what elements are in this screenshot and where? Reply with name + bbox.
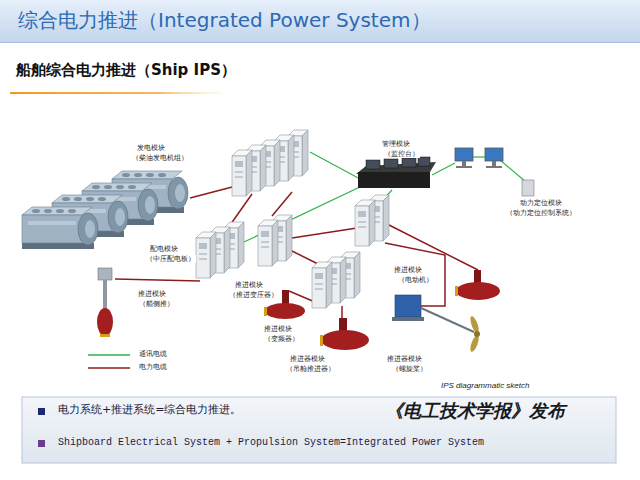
summary-panel	[22, 397, 616, 463]
module-sublabel: （电动机）	[397, 276, 434, 284]
source-note: 《电工技术学报》发布	[385, 401, 565, 422]
module-label: 配电模块	[149, 245, 179, 253]
legend-line	[88, 367, 130, 369]
module-sublabel: （动力定位控制系统）	[505, 209, 577, 217]
module-label: 推进模块	[263, 325, 293, 333]
bullet-square	[38, 408, 45, 415]
module-sublabel: （螺旋桨）	[391, 365, 428, 373]
dp-workstations	[455, 148, 534, 196]
subtitle: 船舶综合电力推进（Ship IPS）	[16, 62, 236, 79]
converter-cabinets	[312, 252, 360, 308]
bullet-square	[38, 440, 45, 447]
module-sublabel: （中压配电板）	[145, 255, 196, 263]
module-sublabel: （柴油发电机组）	[131, 154, 189, 162]
module-label: 推进模块	[393, 266, 423, 274]
module-label: 推进模块	[234, 281, 264, 289]
module-sublabel: （变频器）	[263, 335, 300, 343]
bow-thruster	[97, 268, 113, 337]
motor-and-propeller	[392, 295, 480, 353]
title-rule	[0, 42, 640, 43]
module-sublabel: （推进变压器）	[228, 291, 279, 299]
module-label: 推进器模块	[386, 355, 423, 363]
pod-propulsors	[264, 270, 500, 350]
legend-text: 通讯电缆	[138, 350, 168, 358]
switchboard-cabinets	[232, 130, 308, 196]
module-sublabel: （艏侧推）	[138, 300, 175, 308]
module-label: 推进器模块	[289, 355, 326, 363]
module-label: 推进模块	[137, 290, 167, 298]
transformer-cabinets	[258, 215, 292, 266]
module-sublabel: （监控台）	[383, 150, 420, 158]
module-sublabel: （吊舱推进器）	[285, 365, 336, 373]
subtitle-rule	[10, 92, 222, 94]
legend-line	[88, 354, 130, 356]
module-label: 发电模块	[136, 144, 166, 152]
control-console	[356, 157, 436, 188]
generator-sets	[22, 171, 188, 249]
module-label: 动力定位模块	[519, 199, 563, 207]
module-label: 管理模块	[381, 140, 411, 148]
sketch-caption: IPS diagrammatic sketch	[440, 381, 530, 390]
aux-cabinets	[355, 195, 389, 246]
bullet-text: Shipboard Electrical System + Propulsion…	[58, 437, 484, 449]
legend-text: 电力电缆	[138, 363, 168, 371]
title-band	[0, 0, 640, 42]
distribution-cabinets	[196, 222, 244, 278]
bullet-text: 电力系统+推进系统=综合电力推进。	[58, 404, 241, 417]
slide-title: 综合电力推进（Integrated Power System）	[18, 9, 431, 32]
